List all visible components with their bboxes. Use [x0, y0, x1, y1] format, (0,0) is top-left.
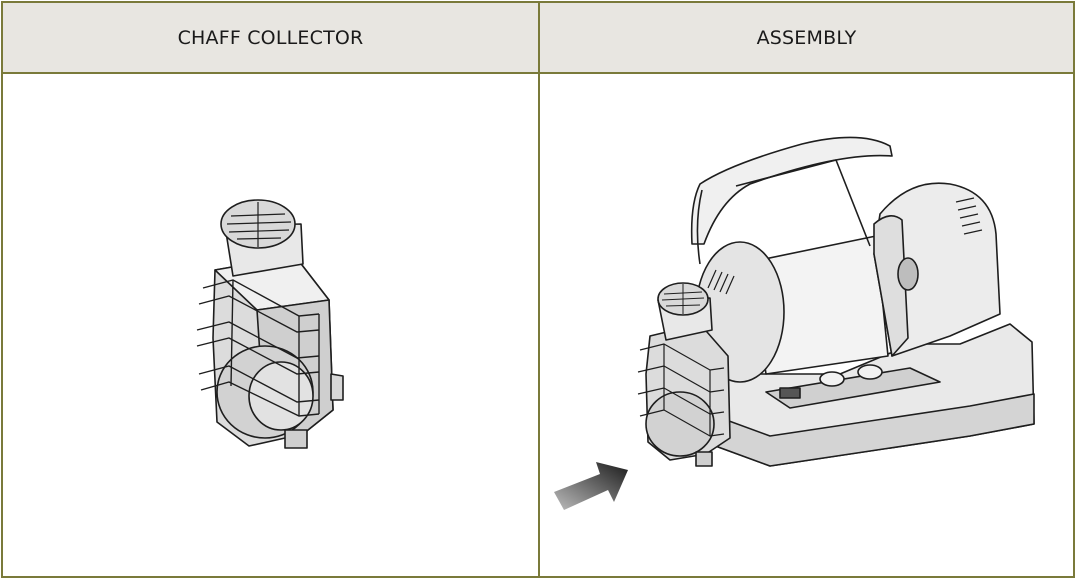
header-chaff-collector: CHAFF COLLECTOR — [3, 3, 538, 72]
column-divider — [538, 3, 540, 576]
chaff-collector-illustration — [196, 199, 344, 449]
insert-arrow-icon — [554, 462, 628, 510]
roaster-assembly-illustration — [554, 136, 1035, 510]
cell-chaff-collector — [3, 74, 538, 576]
cell-assembly — [540, 74, 1073, 576]
header-assembly: ASSEMBLY — [540, 3, 1073, 72]
